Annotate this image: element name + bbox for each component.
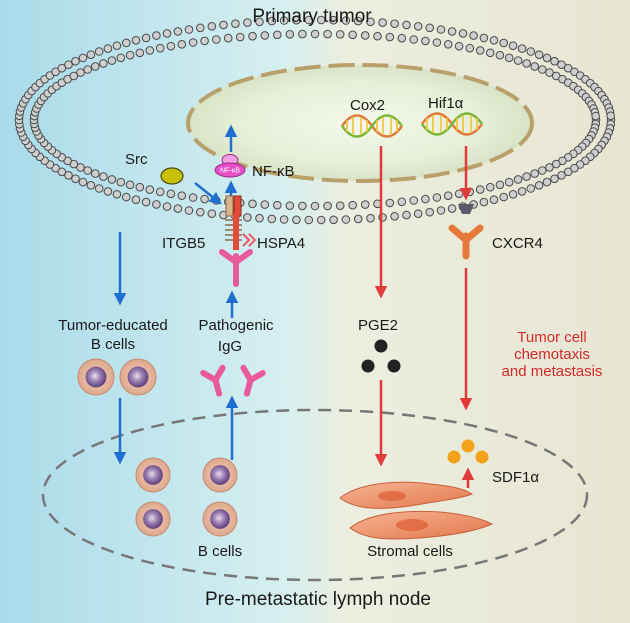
label-chemotaxis-2: chemotaxis: [514, 346, 590, 363]
label-stromal-cells: Stromal cells: [367, 543, 453, 560]
label-hspa4: HSPA4: [257, 235, 305, 252]
nfkb-icon: [214, 154, 246, 178]
label-nfkb-small: NF-κB: [220, 168, 240, 175]
label-chemotaxis-3: and metastasis: [502, 363, 603, 380]
label-pathogenic-1: Pathogenic: [198, 317, 274, 334]
label-b-cells: B cells: [198, 543, 242, 560]
label-cox2: Cox2: [350, 97, 385, 114]
lymph-node-outline: [41, 408, 589, 582]
pge2-molecules: [361, 339, 401, 373]
title-primary-tumor: Primary tumor: [252, 6, 372, 27]
lymph-node-b-cells: [135, 457, 238, 537]
itgb5-receptor-icon: [225, 195, 242, 250]
arrows: [113, 124, 475, 488]
antibody-icon: [219, 249, 253, 287]
sdf1a-molecules: [447, 439, 489, 464]
dna-helix-icon: [340, 114, 404, 138]
tumor-educated-b-cells: [77, 358, 157, 396]
cxcr4-receptor-icon: [448, 204, 484, 260]
label-tumor-educated-1: Tumor-educated: [58, 317, 168, 334]
label-tumor-educated-2: B cells: [91, 336, 135, 353]
label-src: Src: [125, 151, 148, 168]
title-lymph-node: Pre-metastatic lymph node: [205, 589, 431, 610]
dna-helix-icon: [420, 112, 484, 136]
label-chemotaxis-1: Tumor cell: [517, 329, 586, 346]
label-pathogenic-2: IgG: [218, 338, 242, 355]
nuclear-envelope: [186, 63, 534, 183]
label-cxcr4: CXCR4: [492, 235, 543, 252]
label-sdf1a: SDF1α: [492, 469, 539, 486]
stromal-cells-icon: [339, 481, 494, 540]
igg-antibody-icon: [200, 364, 266, 397]
hspa4-icon: [242, 233, 257, 247]
arrow-src-to-itgb5: [194, 182, 222, 205]
src-icon: [160, 167, 184, 185]
label-itgb5: ITGB5: [162, 235, 205, 252]
nucleus: [188, 65, 532, 181]
label-hif1a: Hif1α: [428, 95, 464, 112]
label-nfkb: NF-κB: [252, 163, 295, 180]
label-pge2: PGE2: [358, 317, 398, 334]
